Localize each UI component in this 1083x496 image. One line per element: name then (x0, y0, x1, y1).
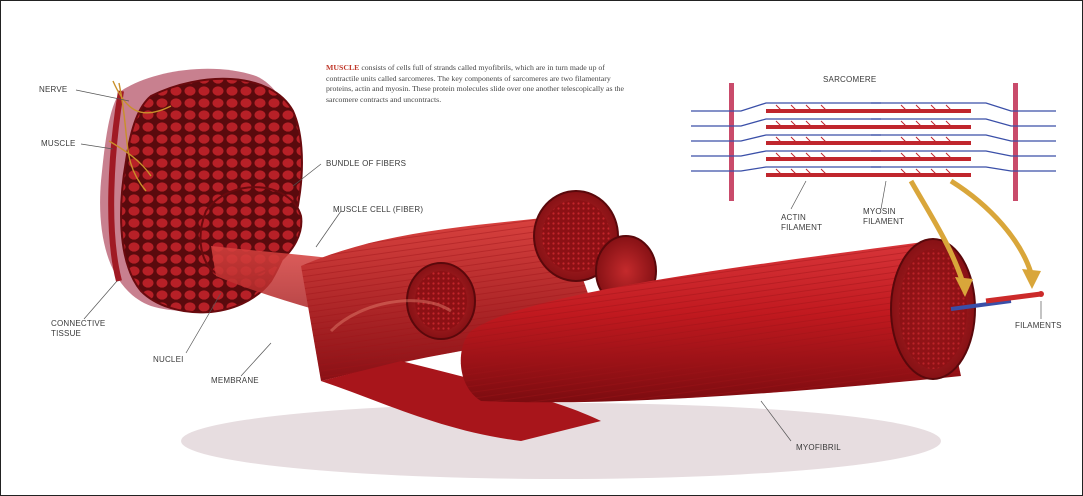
description-text: MUSCLE consists of cells full of strands… (326, 63, 626, 105)
description-lead: MUSCLE (326, 63, 359, 72)
myosin-heads (776, 105, 952, 175)
label-muscle-cell: MUSCLE CELL (FIBER) (333, 205, 423, 215)
description-body: consists of cells full of strands called… (326, 63, 624, 104)
label-myofibril: MYOFIBRIL (796, 443, 841, 453)
label-nuclei: NUCLEI (153, 355, 184, 365)
label-nerve: NERVE (39, 85, 67, 95)
label-filaments: FILAMENTS (1015, 321, 1062, 331)
label-sarcomere: SARCOMERE (823, 75, 876, 85)
label-connective-tissue: CONNECTIVE TISSUE (51, 319, 105, 339)
label-myosin-filament: MYOSIN FILAMENT (863, 207, 904, 227)
label-membrane: MEMBRANE (211, 376, 259, 386)
sarcomere-diagram (691, 83, 1056, 201)
label-muscle: MUSCLE (41, 139, 76, 149)
label-bundle-of-fibers: BUNDLE OF FIBERS (326, 159, 406, 169)
label-actin-filament: ACTIN FILAMENT (781, 213, 822, 233)
